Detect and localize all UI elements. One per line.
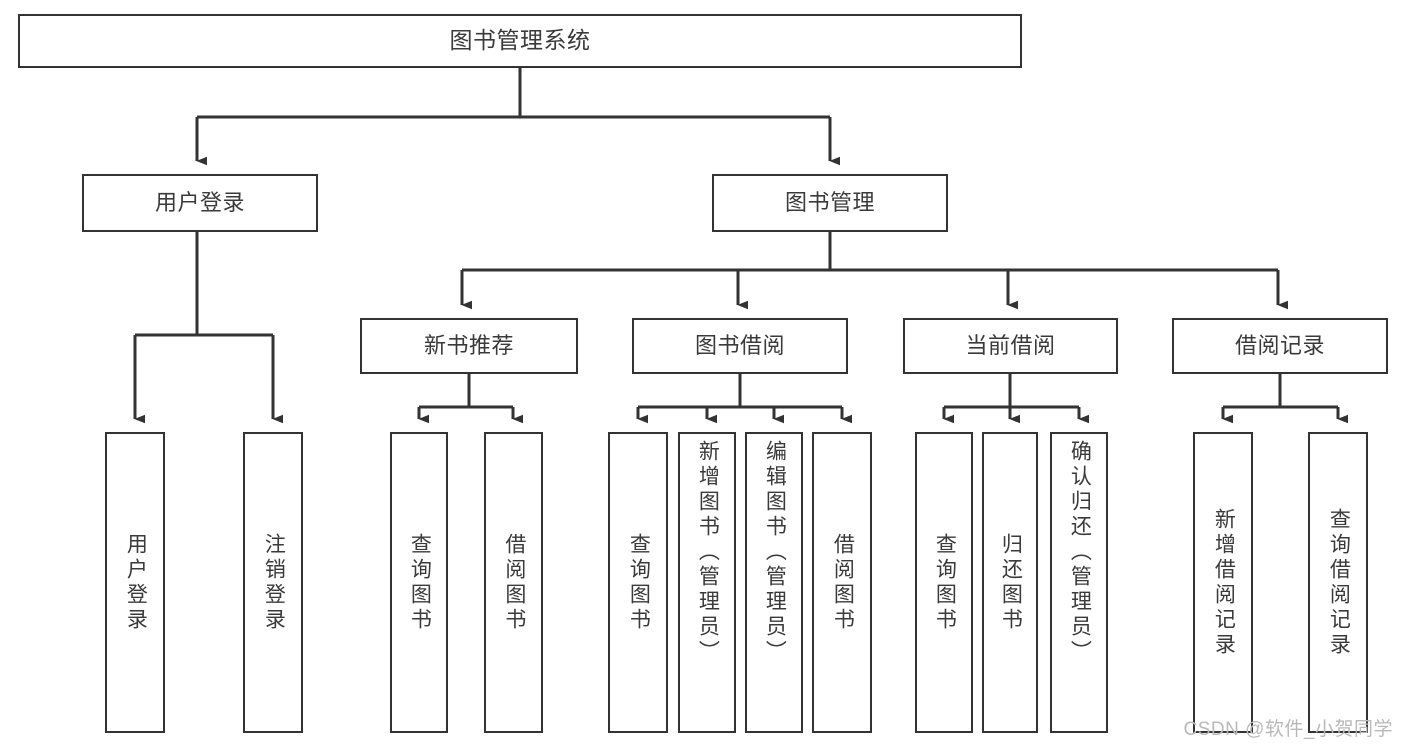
leaf-query-borrow-record[interactable]: 查询借阅记录 bbox=[1308, 432, 1368, 733]
leaf-confirm-return-admin[interactable]: 确认归还（管理员） bbox=[1050, 432, 1108, 733]
node-label: 查询图书 bbox=[408, 532, 432, 633]
node-borrow-record[interactable]: 借阅记录 bbox=[1172, 318, 1388, 374]
node-label: 查询借阅记录 bbox=[1327, 507, 1351, 658]
node-label: 确认归还（管理员） bbox=[1068, 440, 1092, 665]
node-label: 借阅图书 bbox=[502, 532, 526, 633]
leaf-add-book-admin[interactable]: 新增图书（管理员） bbox=[678, 432, 736, 733]
leaf-query-book-recommend[interactable]: 查询图书 bbox=[390, 432, 448, 733]
node-label: 编辑图书（管理员） bbox=[763, 440, 787, 665]
node-label: 借阅图书 bbox=[831, 532, 855, 633]
node-new-book-recommend[interactable]: 新书推荐 bbox=[360, 318, 578, 374]
node-root-system[interactable]: 图书管理系统 bbox=[18, 14, 1022, 68]
leaf-add-borrow-record[interactable]: 新增借阅记录 bbox=[1193, 432, 1253, 733]
node-label: 查询图书 bbox=[933, 532, 957, 633]
node-label: 用户登录 bbox=[154, 189, 245, 215]
leaf-logout[interactable]: 注销登录 bbox=[243, 432, 303, 733]
leaf-query-book-current[interactable]: 查询图书 bbox=[915, 432, 973, 733]
node-label: 新增借阅记录 bbox=[1212, 507, 1236, 658]
leaf-user-login[interactable]: 用户登录 bbox=[105, 432, 165, 733]
leaf-return-book[interactable]: 归还图书 bbox=[982, 432, 1038, 733]
leaf-query-book-borrow[interactable]: 查询图书 bbox=[608, 432, 668, 733]
node-current-borrow[interactable]: 当前借阅 bbox=[903, 318, 1118, 374]
node-label: 查询图书 bbox=[627, 532, 651, 633]
node-label: 图书管理 bbox=[784, 189, 875, 215]
node-label: 图书借阅 bbox=[694, 332, 785, 358]
node-user-login[interactable]: 用户登录 bbox=[82, 174, 318, 232]
node-book-manage[interactable]: 图书管理 bbox=[712, 174, 948, 232]
node-label: 新增图书（管理员） bbox=[696, 440, 720, 665]
leaf-edit-book-admin[interactable]: 编辑图书（管理员） bbox=[745, 432, 803, 733]
node-label: 当前借阅 bbox=[965, 332, 1056, 358]
node-label: 用户登录 bbox=[124, 532, 148, 633]
node-label: 归还图书 bbox=[999, 532, 1023, 633]
leaf-borrow-book-borrow[interactable]: 借阅图书 bbox=[812, 432, 872, 733]
leaf-borrow-book-recommend[interactable]: 借阅图书 bbox=[484, 432, 543, 733]
node-label: 图书管理系统 bbox=[449, 27, 591, 54]
node-label: 新书推荐 bbox=[423, 332, 514, 358]
node-label: 注销登录 bbox=[262, 532, 286, 633]
node-label: 借阅记录 bbox=[1234, 332, 1325, 358]
node-book-borrow[interactable]: 图书借阅 bbox=[632, 318, 848, 374]
